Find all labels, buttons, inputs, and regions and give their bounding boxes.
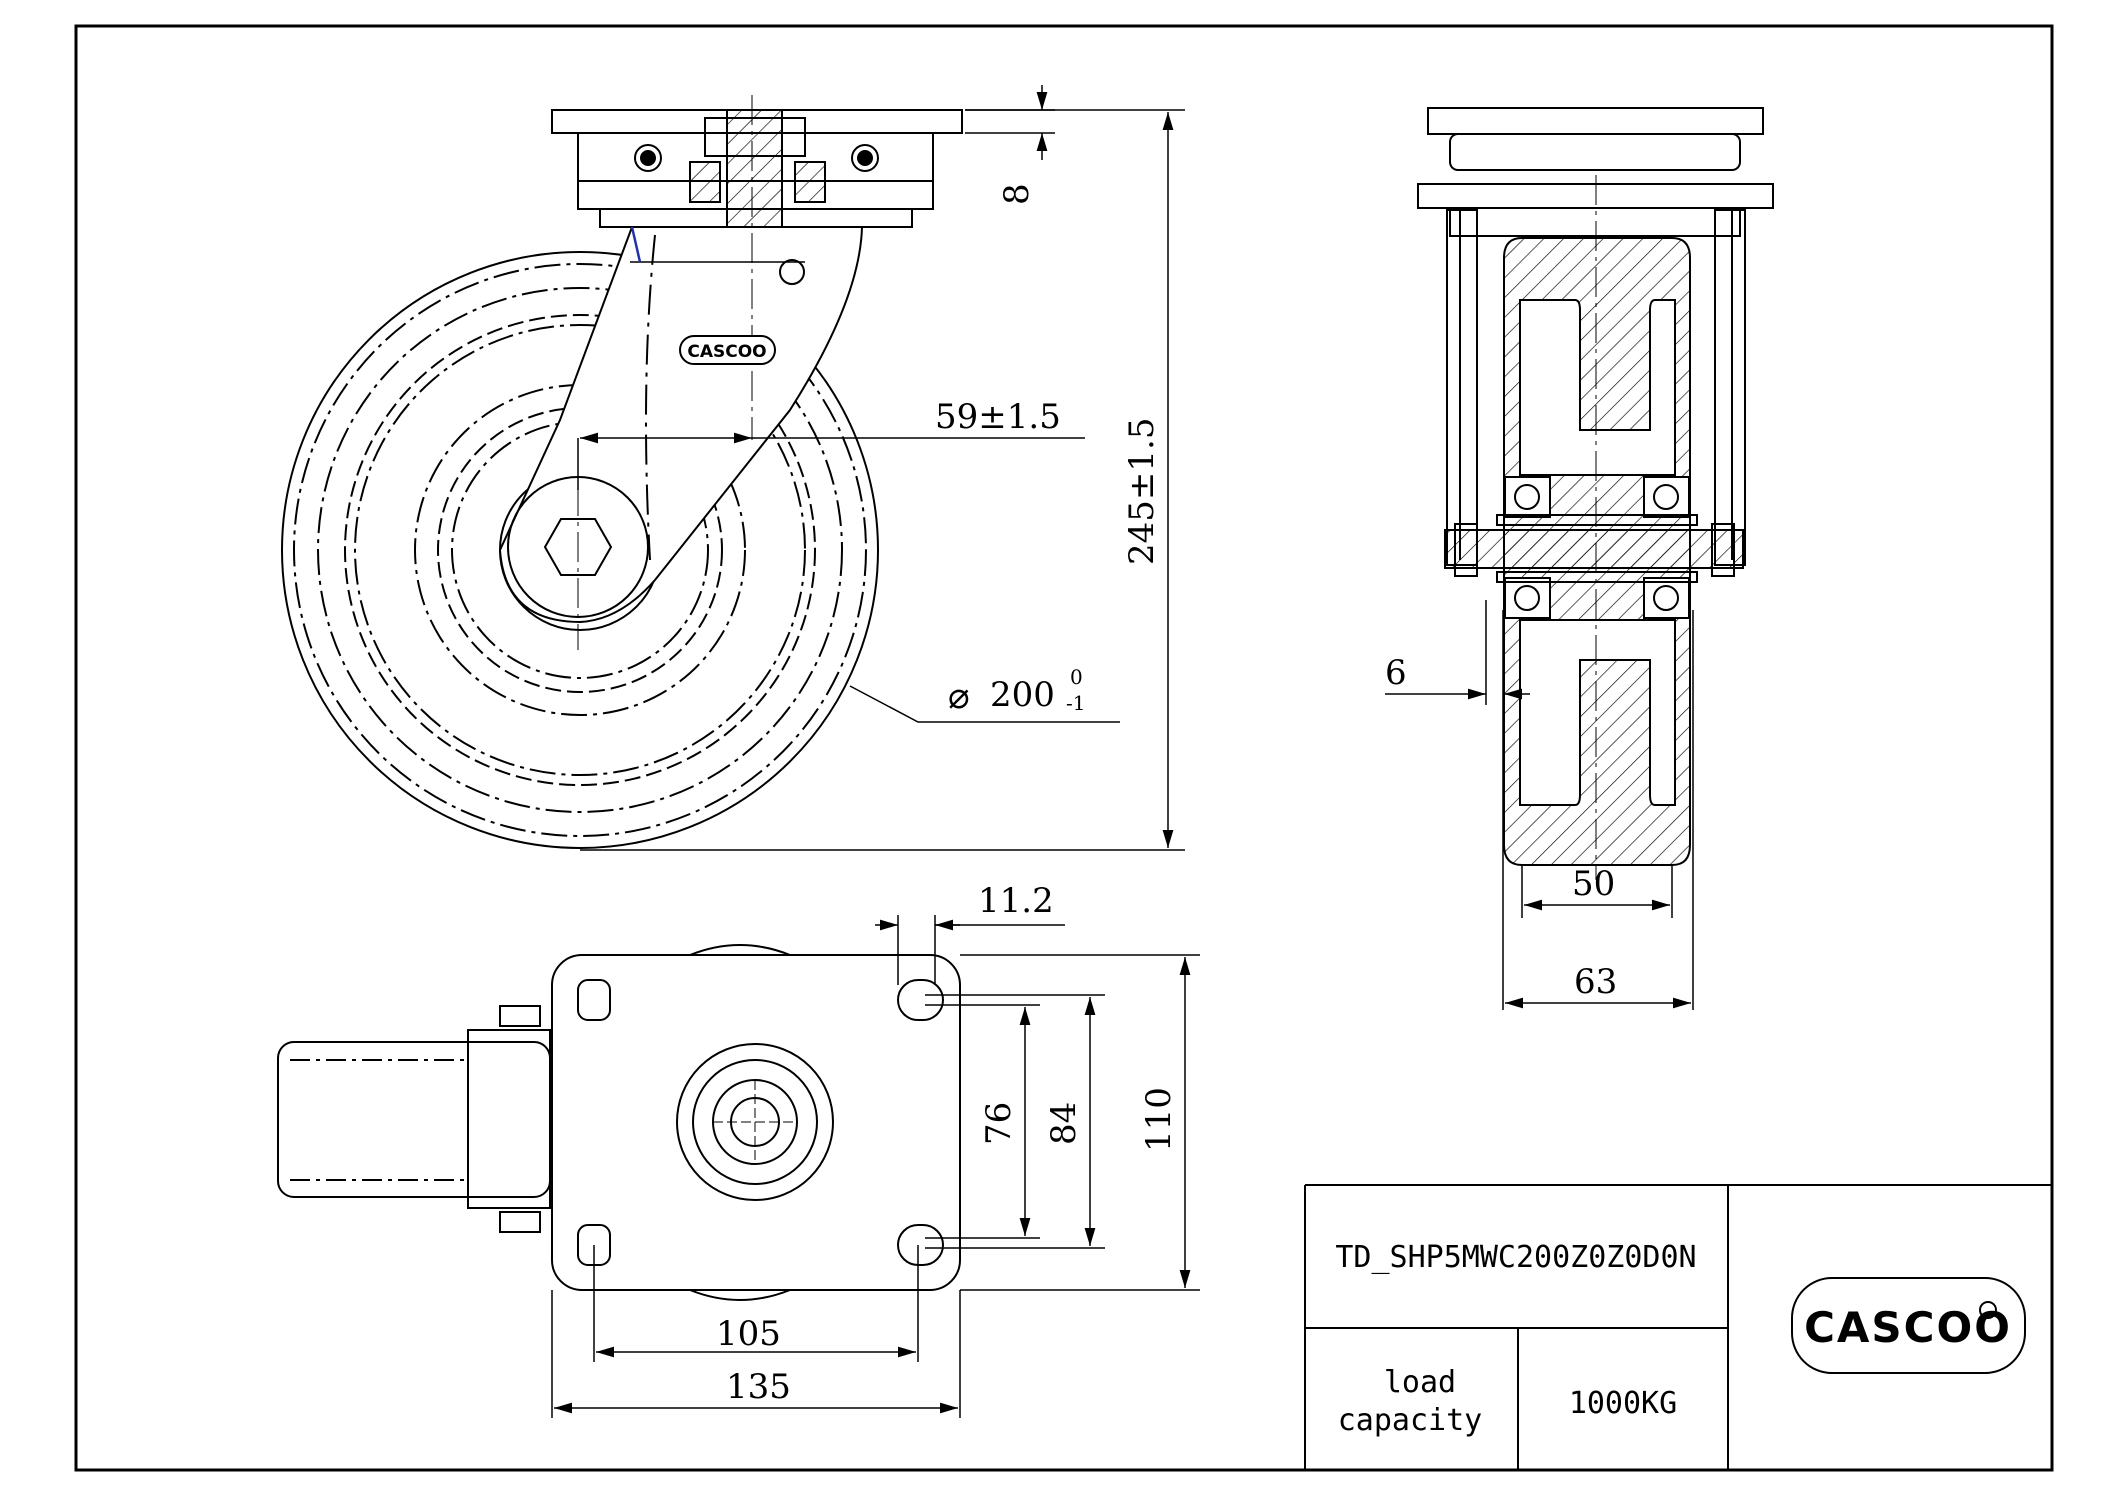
bearing-bottom-left — [1504, 577, 1551, 619]
dim-wheel-diameter: 200 — [990, 675, 1055, 715]
load-capacity-label-1: load — [1384, 1365, 1456, 1400]
side-view — [281, 95, 963, 849]
bearing-top-left — [1504, 476, 1551, 518]
part-number: TD_SHP5MWC200Z0Z0D0N — [1335, 1240, 1696, 1275]
dim-plate-height: 110 — [1139, 1087, 1179, 1152]
drawing-border — [74, 24, 2054, 1472]
bearing-bottom-right — [1643, 577, 1690, 619]
axle-nut — [543, 518, 613, 576]
dim-top-plate-thickness: 8 — [997, 183, 1037, 205]
ball-race-left — [634, 144, 662, 172]
title-block — [1304, 1184, 2052, 1470]
load-capacity-label-2: capacity — [1338, 1403, 1483, 1438]
front-view-dimensions — [1385, 600, 1694, 1010]
top-wheel-projection — [277, 1041, 551, 1198]
dim-plate-width: 135 — [726, 1367, 791, 1407]
dim-wheel-width: 50 — [1572, 864, 1615, 904]
dim-hole-span-x: 105 — [716, 1314, 781, 1354]
dim-hole-span-y-inner: 76 — [979, 1102, 1019, 1145]
ball-race-right — [851, 144, 879, 172]
brand-logo-text: CASCOO — [1804, 1303, 2012, 1352]
front-view — [1417, 107, 1774, 880]
hole-top-right — [897, 979, 944, 1021]
dim-fork-width: 63 — [1574, 962, 1617, 1002]
dim-diameter-tol-upper: 0 — [1070, 665, 1083, 689]
bearing-top-right — [1643, 476, 1690, 518]
front-fork-right — [1714, 209, 1746, 566]
wheel-outer — [281, 251, 879, 849]
fork-logo-text: CASCOO — [687, 342, 766, 362]
dim-slot-width: 11.2 — [978, 881, 1054, 921]
top-hub-outer — [676, 1043, 834, 1201]
front-fork-left — [1446, 209, 1478, 566]
top-plate-outline — [551, 954, 961, 1291]
hole-bottom-right — [897, 1224, 944, 1266]
front-top-plate — [1427, 107, 1764, 135]
dim-diameter-symbol: ⌀ — [948, 676, 970, 717]
brand-logo — [1791, 1277, 2026, 1374]
dim-offset: 59±1.5 — [935, 397, 1061, 437]
load-capacity-value: 1000KG — [1569, 1386, 1677, 1421]
kingpin — [726, 109, 783, 236]
dim-diameter-tol-lower: -1 — [1066, 691, 1085, 715]
fork-leg — [498, 226, 864, 624]
hole-top-left — [577, 979, 611, 1021]
front-axle — [1444, 529, 1744, 569]
top-view — [277, 944, 961, 1301]
dim-hole-span-y-outer: 84 — [1044, 1102, 1084, 1145]
top-view-dimensions — [551, 915, 1200, 1418]
side-view-dimensions — [577, 85, 1185, 851]
dim-side-gap: 6 — [1385, 653, 1407, 693]
dim-overall-height: 245±1.5 — [1122, 418, 1162, 565]
fork-logo — [679, 335, 776, 365]
